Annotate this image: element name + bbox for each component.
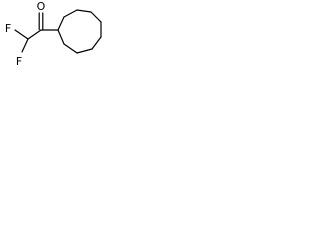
structure-diagram: O F F	[0, 0, 108, 71]
molecule-svg: O F F	[5, 0, 102, 68]
carbonyl-to-difluoromethyl-bond	[27, 29, 42, 40]
cyclooctyl-ring	[57, 9, 102, 54]
oxygen-atom-label: O	[37, 0, 46, 13]
fluorine-top-atom-label: F	[5, 22, 11, 35]
carbon-fluorine-bottom-bond	[21, 38, 29, 53]
ring-bond	[76, 48, 93, 54]
ring-bond	[63, 9, 78, 18]
ring-bond	[76, 9, 92, 13]
ring-bond	[90, 11, 102, 23]
ring-bond	[63, 43, 78, 54]
ring-bond	[57, 16, 65, 31]
carbon-fluorine-top-bond	[14, 29, 29, 40]
fluorine-bottom-atom-label: F	[16, 55, 22, 68]
ring-bond	[57, 29, 65, 45]
ring-bond	[91, 36, 102, 50]
